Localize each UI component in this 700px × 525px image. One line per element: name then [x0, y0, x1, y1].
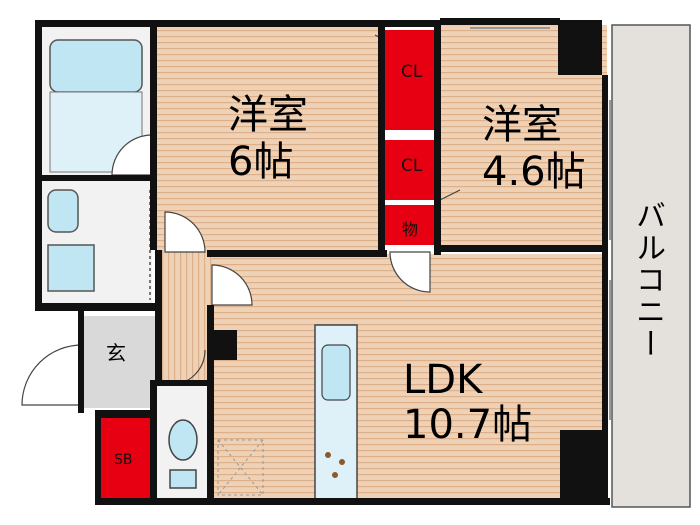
ldk-size: 10.7帖 — [403, 402, 533, 448]
toilet — [157, 349, 212, 500]
entrance-label: 玄 — [106, 341, 126, 365]
hallway-floor — [157, 250, 212, 380]
balcony-label: バルコニー — [630, 200, 665, 360]
closet-1 — [385, 30, 435, 130]
ldk-floor — [212, 254, 607, 499]
walls — [35, 18, 610, 505]
closet-2 — [385, 140, 435, 200]
shoe-box-label: SB — [114, 452, 133, 468]
western-room-1-name: 洋室 — [228, 92, 308, 138]
bathroom — [40, 25, 153, 180]
closet-2-label: CL — [401, 156, 423, 176]
closet-1-label: CL — [401, 62, 423, 82]
washroom — [40, 180, 152, 305]
storage-mono — [385, 205, 435, 245]
western-room-1-size: 6帖 — [228, 139, 294, 185]
storage-mono-label: 物 — [402, 220, 419, 239]
ldk-name: LDK — [403, 357, 483, 403]
shoe-box — [97, 418, 152, 503]
kitchen — [217, 324, 358, 501]
balcony — [611, 24, 691, 508]
western-room-1-floor — [155, 27, 380, 250]
western-room-2-name: 洋室 — [482, 102, 562, 148]
entrance-area — [21, 316, 157, 408]
western-room-2-size: 4.6帖 — [482, 149, 586, 195]
